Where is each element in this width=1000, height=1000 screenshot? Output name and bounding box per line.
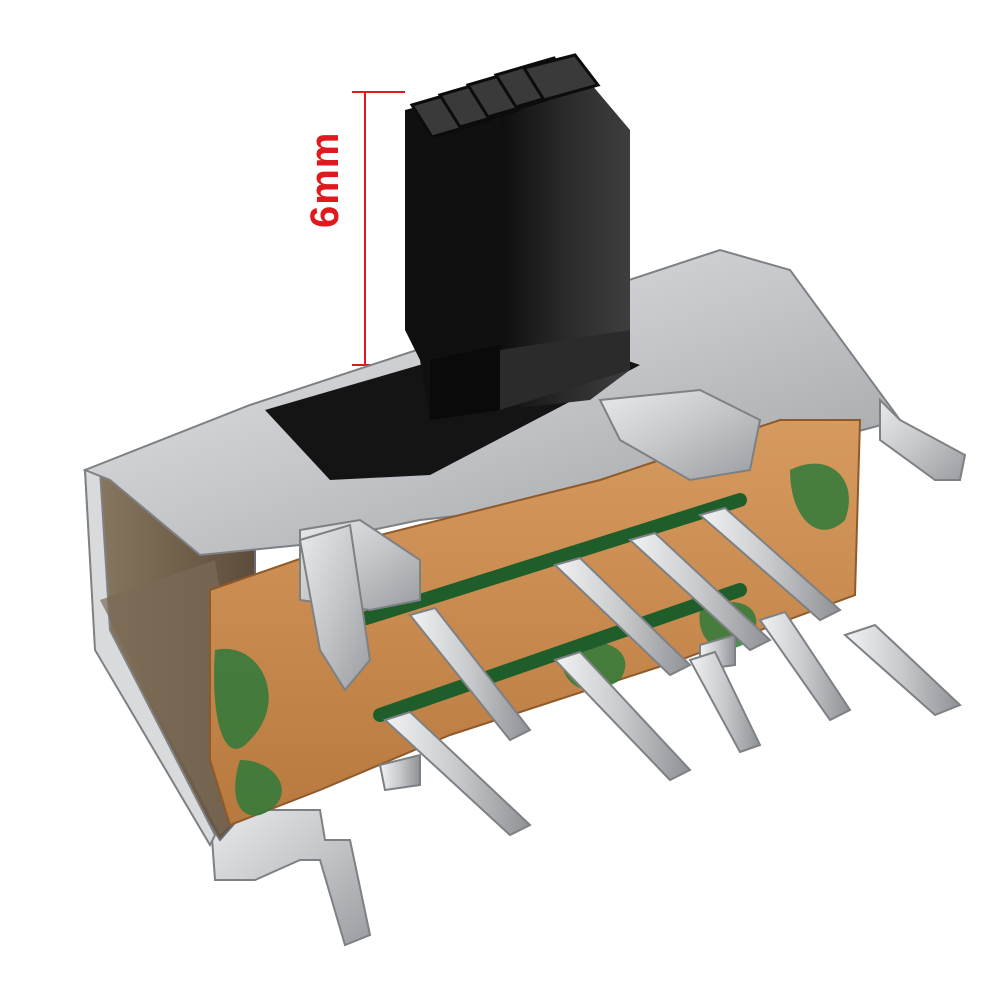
slider-knob [405,53,630,420]
switch-pins [383,506,962,837]
mounting-leg-left [208,809,372,947]
